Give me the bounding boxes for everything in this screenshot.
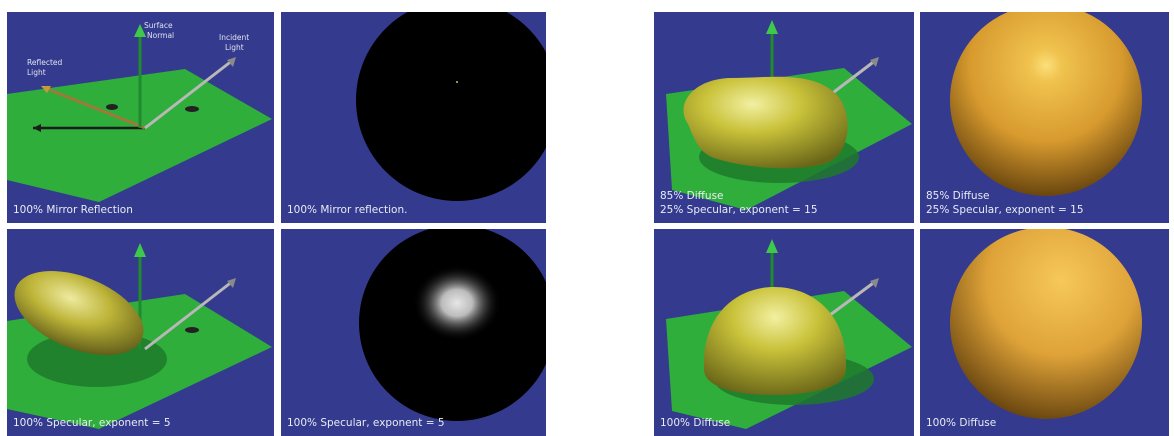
ground-plane bbox=[7, 69, 272, 202]
label-incident-light-1: Incident bbox=[219, 33, 249, 42]
diffuse-specular-scene-panel: 85% Diffuse 25% Specular, exponent = 15 bbox=[654, 12, 914, 223]
specular-scene-panel: 100% Specular, exponent = 5 bbox=[7, 229, 274, 436]
mirror-reflection-scene: Surface Normal Incident Light Reflected … bbox=[7, 21, 272, 202]
caption: 100% Mirror reflection. bbox=[287, 204, 408, 216]
caption: 100% Diffuse bbox=[926, 417, 997, 429]
diffuse-scene bbox=[666, 239, 912, 429]
sphere bbox=[950, 229, 1142, 419]
specular-sphere-panel: 100% Specular, exponent = 5 bbox=[281, 229, 546, 436]
diffuse-specular-scene bbox=[666, 20, 912, 210]
caption: 100% Specular, exponent = 5 bbox=[287, 417, 445, 429]
sphere bbox=[356, 12, 546, 201]
specular-lobe bbox=[14, 271, 144, 355]
mirror-reflection-sphere bbox=[356, 12, 546, 201]
caption: 100% Mirror Reflection bbox=[13, 204, 133, 216]
specular-sphere bbox=[359, 229, 546, 421]
label-incident-light-2: Light bbox=[225, 43, 244, 52]
label-surface-normal-1: Surface bbox=[144, 21, 173, 30]
caption: 100% Specular, exponent = 5 bbox=[13, 417, 171, 429]
label-reflected-light-1: Reflected bbox=[27, 58, 63, 67]
caption: 100% Diffuse bbox=[660, 417, 731, 429]
diffuse-sphere-panel: 100% Diffuse bbox=[920, 229, 1169, 436]
incident-light-arrow bbox=[144, 58, 234, 130]
diffuse-specular-sphere-panel: 85% Diffuse 25% Specular, exponent = 15 bbox=[920, 12, 1169, 223]
sphere bbox=[950, 12, 1142, 196]
diffuse-specular-sphere bbox=[950, 12, 1142, 196]
diffuse-specular-lobe bbox=[683, 76, 848, 169]
diffuse-sphere bbox=[950, 229, 1142, 419]
label-surface-normal-2: Normal bbox=[147, 31, 174, 40]
mirror-reflection-scene-panel: Surface Normal Incident Light Reflected … bbox=[7, 12, 274, 223]
diffuse-scene-panel: 100% Diffuse bbox=[654, 229, 914, 436]
caption: 85% Diffuse 25% Specular, exponent = 15 bbox=[660, 190, 818, 216]
specular-scene bbox=[7, 243, 272, 429]
mirror-reflection-sphere-panel: 100% Mirror reflection. bbox=[281, 12, 546, 223]
diffuse-lobe bbox=[703, 287, 847, 395]
specular-highlight bbox=[413, 265, 501, 341]
reflected-light-arrow bbox=[44, 86, 146, 130]
caption: 85% Diffuse 25% Specular, exponent = 15 bbox=[926, 190, 1084, 216]
incident-light-arrow bbox=[144, 279, 234, 351]
label-reflected-light-2: Light bbox=[27, 68, 46, 77]
